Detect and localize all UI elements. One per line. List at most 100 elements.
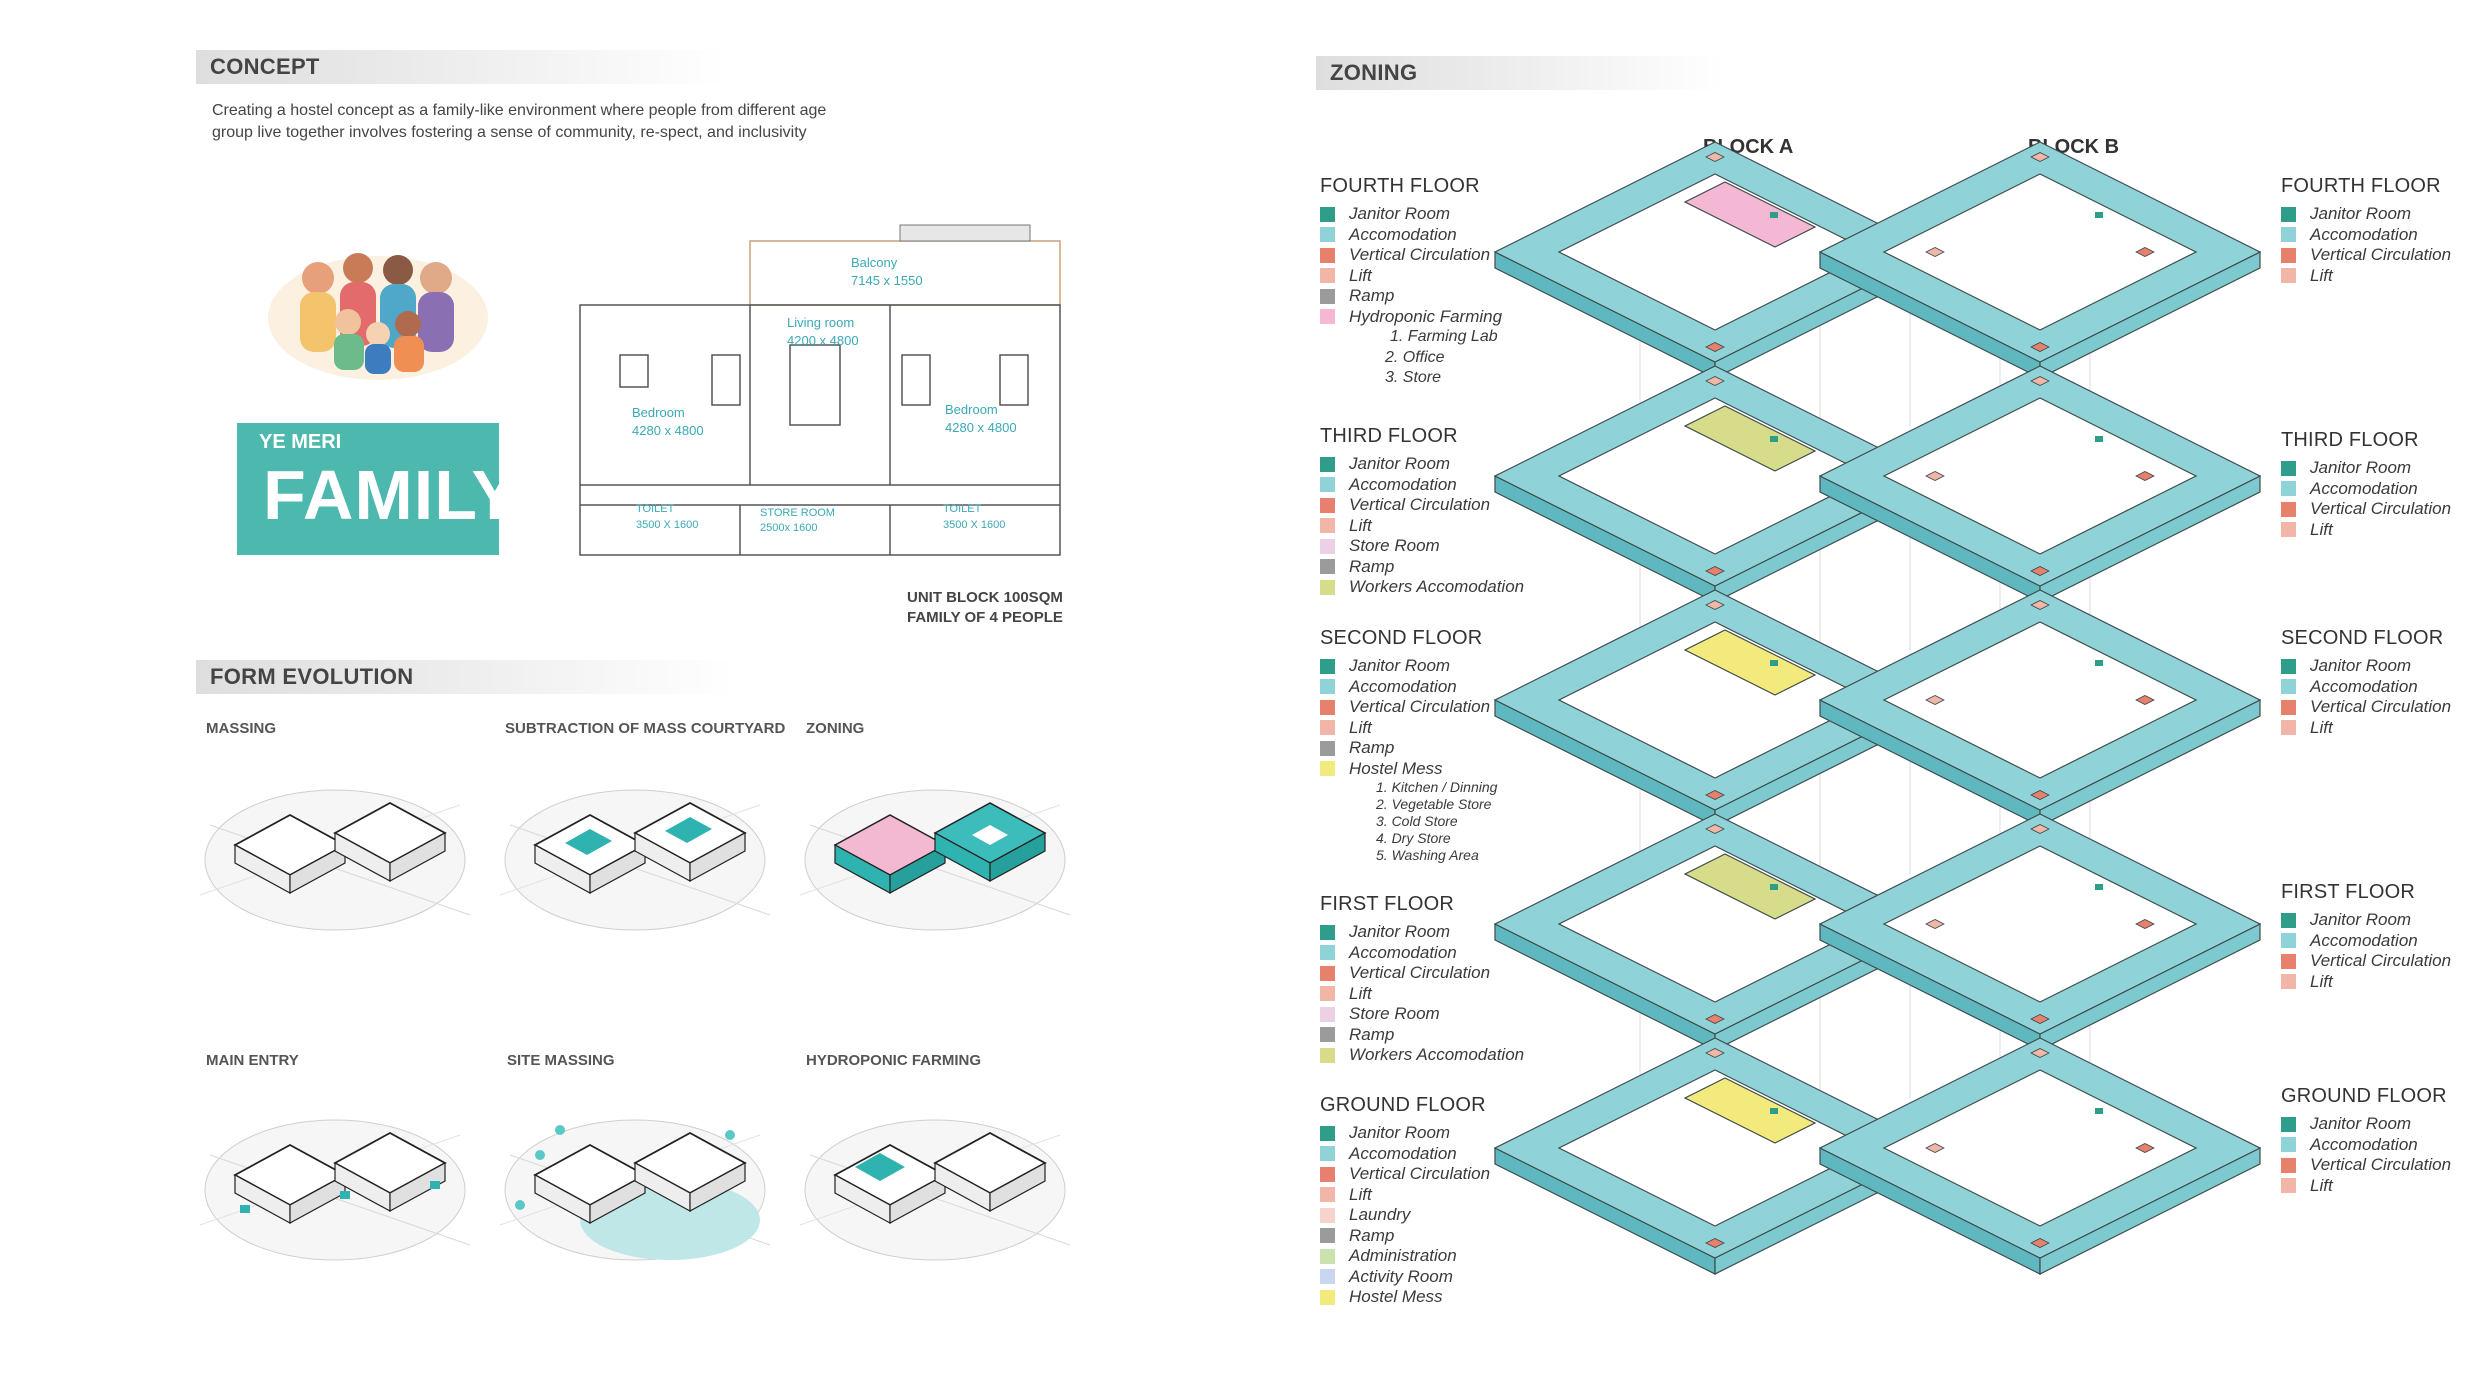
- legend-item-lift: Lift: [1320, 516, 1524, 537]
- legend-item-lift: Lift: [2281, 266, 2451, 287]
- legend-item-workers: Workers Accomodation: [1320, 1045, 1524, 1066]
- legend-b-fourth-floor: FOURTH FLOOR Janitor Room Accomodation V…: [2281, 175, 2451, 286]
- legend-title: FOURTH FLOOR: [1320, 175, 1480, 197]
- legend-item-janitor: Janitor Room: [1320, 454, 1524, 475]
- circulation-core: [2135, 1143, 2155, 1153]
- legend-item-vertical: Vertical Circulation: [1320, 697, 1497, 718]
- legend-item-lift: Lift: [1320, 718, 1497, 739]
- legend-item-store: Store Room: [1320, 536, 1524, 557]
- legend-title: GROUND FLOOR: [2281, 1085, 2447, 1107]
- circulation-core: [2030, 566, 2050, 576]
- legend-item-janitor: Janitor Room: [1320, 922, 1524, 943]
- circulation-core: [1705, 152, 1725, 162]
- janitor-room-marker: [2095, 436, 2103, 442]
- legend-item-mess: Hostel Mess: [1320, 759, 1497, 780]
- legend-item-janitor: Janitor Room: [2281, 204, 2451, 225]
- legend-item-janitor: Janitor Room: [1320, 656, 1497, 677]
- block-a-special-zone-3: [1683, 853, 1817, 920]
- block-a-special-zone-2: [1683, 629, 1817, 696]
- block-a-special-zone-1: [1683, 405, 1817, 472]
- step-label-hydroponic: HYDROPONIC FARMING: [806, 1052, 982, 1069]
- legend-b-third-floor: THIRD FLOOR Janitor Room Accomodation Ve…: [2281, 429, 2451, 540]
- block-a-floor-3-courtyard: [1557, 845, 1873, 1003]
- legend-sub-item: 1. Farming Lab: [1390, 328, 1498, 345]
- legend-item-lift: Lift: [2281, 1176, 2451, 1197]
- legend-first-floor: FIRST FLOOR Janitor Room Accomodation Ve…: [1320, 893, 1524, 1066]
- step-label-zoning: ZONING: [806, 720, 865, 737]
- legend-item-ramp: Ramp: [1320, 1025, 1524, 1046]
- step-label-massing: MASSING: [206, 720, 277, 737]
- plan-toilet-left-dim: 3500 X 1600: [636, 519, 699, 531]
- unit-caption-line1: UNIT BLOCK 100SQM: [907, 589, 1063, 606]
- legend-sub-item: 3. Cold Store: [1376, 813, 1458, 829]
- legend-item-janitor: Janitor Room: [1320, 204, 1502, 225]
- plan-toilet-right-label: TOILET: [943, 503, 982, 515]
- legend-third-floor: THIRD FLOOR Janitor Room Accomodation Ve…: [1320, 425, 1524, 598]
- zoning-floor-stack: [1493, 141, 2262, 1275]
- legend-item-vertical: Vertical Circulation: [1320, 495, 1524, 516]
- family-card: YE MERI FAMILY: [237, 423, 499, 555]
- circulation-core: [2030, 1048, 2050, 1058]
- circulation-core: [2135, 695, 2155, 705]
- legend-item-accomodation: Accomodation: [2281, 677, 2451, 698]
- legend-item-vertical: Vertical Circulation: [1320, 1164, 1490, 1185]
- legend-title: GROUND FLOOR: [1320, 1094, 1486, 1116]
- legend-item-accomodation: Accomodation: [1320, 1144, 1490, 1165]
- legend-item-accomodation: Accomodation: [2281, 1135, 2451, 1156]
- janitor-room-marker: [1770, 212, 1778, 218]
- legend-item-vertical: Vertical Circulation: [2281, 697, 2451, 718]
- legend-b-ground-floor: GROUND FLOOR Janitor Room Accomodation V…: [2281, 1085, 2451, 1196]
- legend-title: THIRD FLOOR: [2281, 429, 2419, 451]
- circulation-core: [1705, 566, 1725, 576]
- plan-bedroom-left-dim: 4280 x 4800: [632, 423, 704, 438]
- legend-item-janitor: Janitor Room: [2281, 1114, 2451, 1135]
- circulation-core: [2030, 342, 2050, 352]
- block-a-special-zone-0: [1683, 181, 1817, 248]
- circulation-core: [1925, 471, 1945, 481]
- circulation-core: [1705, 1014, 1725, 1024]
- legend-item-store: Store Room: [1320, 1004, 1524, 1025]
- family-card-tag: YE MERI: [259, 431, 342, 453]
- step-label-site-massing: SITE MASSING: [507, 1052, 615, 1069]
- legend-item-janitor: Janitor Room: [2281, 910, 2451, 931]
- block-b-floor-4-courtyard: [1882, 1069, 2198, 1227]
- block-a-special-zone-4: [1683, 1077, 1817, 1144]
- legend-item-vertical: Vertical Circulation: [2281, 1155, 2451, 1176]
- janitor-room-marker: [2095, 1108, 2103, 1114]
- evolution-diagrams: [199, 789, 1071, 1261]
- circulation-core: [2135, 247, 2155, 257]
- legend-sub-item: 2. Office: [1385, 348, 1445, 366]
- legend-ground-floor: GROUND FLOOR Janitor Room Accomodation V…: [1320, 1094, 1490, 1308]
- circulation-core: [2135, 919, 2155, 929]
- family-illustration: [268, 253, 488, 380]
- legend-item-hydroponic: Hydroponic Farming: [1320, 307, 1502, 328]
- plan-store-dim: 2500x 1600: [760, 522, 818, 534]
- legend-item-ramp: Ramp: [1320, 286, 1502, 307]
- legend-title: FIRST FLOOR: [2281, 881, 2416, 903]
- legend-item-ramp: Ramp: [1320, 557, 1524, 578]
- legend-item-accomodation: Accomodation: [1320, 943, 1524, 964]
- circulation-core: [2135, 471, 2155, 481]
- legend-item-lift: Lift: [1320, 984, 1524, 1005]
- plan-toilet-left-label: TOILET: [636, 503, 675, 515]
- legend-item-lift: Lift: [2281, 972, 2451, 993]
- janitor-room-marker: [2095, 660, 2103, 666]
- legend-item-vertical: Vertical Circulation: [2281, 951, 2451, 972]
- legend-sub-item: 3. Store: [1385, 369, 1442, 386]
- plan-bedroom-left-label: Bedroom: [632, 405, 685, 420]
- janitor-room-marker: [2095, 884, 2103, 890]
- unit-caption-line2: FAMILY OF 4 PEOPLE: [907, 609, 1063, 626]
- block-a-floor-0-courtyard: [1557, 173, 1873, 331]
- circulation-core: [2030, 1238, 2050, 1248]
- legend-item-janitor: Janitor Room: [2281, 656, 2451, 677]
- block-a-floor-2-courtyard: [1557, 621, 1873, 779]
- block-b-floor-3-courtyard: [1882, 845, 2198, 1003]
- legend-item-vertical: Vertical Circulation: [2281, 245, 2451, 266]
- legend-item-lift: Lift: [1320, 266, 1502, 287]
- legend-item-lift: Lift: [1320, 1185, 1490, 1206]
- block-b-floor-1-courtyard: [1882, 397, 2198, 555]
- legend-item-ramp: Ramp: [1320, 738, 1497, 759]
- legend-item-vertical: Vertical Circulation: [1320, 963, 1524, 984]
- zoning-header: ZONING: [1316, 56, 1726, 90]
- circulation-core: [2030, 600, 2050, 610]
